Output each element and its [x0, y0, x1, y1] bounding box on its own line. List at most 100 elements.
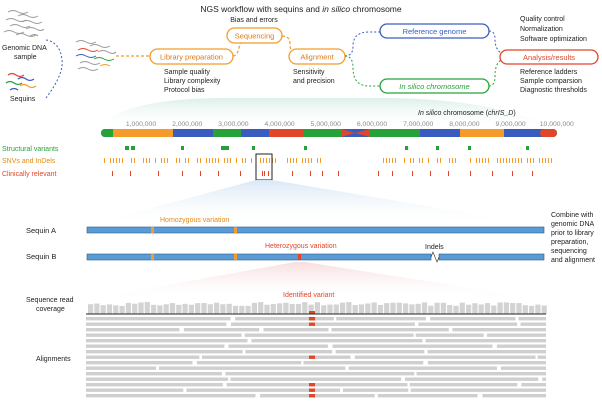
snv-indel-mark [527, 158, 528, 163]
coverage-bar [277, 303, 283, 314]
snv-indel-mark [548, 158, 549, 163]
alignment-read [342, 388, 409, 392]
chromosome-bar [101, 129, 557, 137]
snv-indel-mark [236, 158, 237, 163]
alignment-read [245, 350, 333, 354]
alignment-read [86, 350, 243, 354]
snv-indel-mark [392, 158, 393, 163]
alignment-read [452, 328, 546, 332]
snv-indel-mark [188, 158, 189, 163]
coverage-bar [232, 305, 239, 314]
coverage-bar [333, 304, 339, 314]
sequencing-label: Sequencing [235, 32, 275, 41]
clinically-relevant-mark [268, 171, 269, 176]
alignment-variant-mark [309, 383, 315, 387]
snv-indel-mark [122, 158, 123, 163]
coverage-variant-mark [309, 311, 315, 314]
coverage-bar [453, 305, 459, 314]
combine-note-4: sequencing [551, 248, 587, 255]
alignment-read [331, 328, 449, 332]
coverage-bar [371, 302, 377, 314]
analysis-note-top-1: Normalization [520, 26, 563, 33]
alignment-read [427, 361, 546, 365]
alignment-read [159, 366, 346, 370]
variant-highlight-band [84, 262, 546, 300]
snv-indel-mark [512, 158, 513, 163]
coverage-bar [157, 305, 163, 314]
coverage-bar [308, 304, 314, 314]
snv-indel-mark [545, 158, 546, 163]
coverage-bar [327, 304, 333, 314]
snv-indel-mark [155, 158, 156, 163]
alignment-read [335, 350, 425, 354]
combine-note-3: preparation, [551, 239, 588, 246]
alignment-reads [86, 317, 546, 398]
alignment-read [427, 350, 546, 354]
coverage-bar [522, 305, 528, 314]
coverage-bar [497, 302, 503, 314]
alignments-label: Alignments [36, 356, 71, 363]
snv-indel-mark [293, 158, 294, 163]
coverage-bar [113, 305, 119, 314]
snv-indel-mark [428, 158, 429, 163]
clinically-relevant-mark [218, 171, 219, 176]
snv-indel-mark [134, 158, 135, 163]
snv-indel-mark [317, 158, 318, 163]
alignment-read [348, 366, 497, 370]
analysis-note-top-0: Quality control [520, 16, 565, 23]
snv-indel-mark [404, 158, 405, 163]
chromosome-tick-label: 8,000,000 [449, 121, 479, 128]
snv-indel-mark [509, 158, 510, 163]
snv-indel-mark [167, 158, 168, 163]
snv-indel-mark [263, 158, 264, 163]
coverage-bar [516, 303, 522, 314]
connector-to-reference [344, 31, 380, 57]
snv-indel-mark [218, 158, 219, 163]
alignment-read [263, 328, 329, 332]
snv-indel-mark [164, 158, 165, 163]
coverage-bar [503, 302, 509, 314]
snv-indel-mark [395, 158, 396, 163]
snv-indel-mark [251, 158, 252, 163]
sequin-b-variant-2 [234, 254, 237, 260]
snv-indel-marks [104, 158, 552, 163]
coverage-bar [169, 303, 176, 314]
structural-variant-mark [304, 146, 307, 150]
alignment-read [425, 339, 546, 343]
snv-indel-mark [212, 158, 213, 163]
coverage-bar [396, 302, 402, 314]
coverage-bar [390, 302, 396, 314]
alignment-read [201, 355, 351, 359]
coverage-bar [88, 304, 94, 314]
sample-label: sample [14, 54, 37, 61]
coverage-bar [207, 304, 213, 314]
coverage-bar [106, 304, 113, 314]
alignment-read [537, 355, 546, 359]
snv-indel-mark [449, 158, 450, 163]
alignment-read [86, 328, 180, 332]
sequin-a-bar [86, 226, 545, 234]
homozygous-label: Homozygous variation [160, 217, 229, 224]
coverage-bar [535, 304, 541, 314]
coverage-bar [346, 302, 352, 314]
coverage-bar [421, 302, 428, 314]
alignment-read [260, 394, 375, 398]
alignment-read [86, 333, 242, 337]
alignment-read [196, 361, 302, 365]
snv-indel-mark [161, 158, 162, 163]
snv-indel-mark [413, 158, 414, 163]
snv-indel-mark [287, 158, 288, 163]
library-note-1: Library complexity [164, 78, 221, 85]
clinically-relevant-mark [512, 171, 513, 176]
snv-indel-mark [260, 158, 261, 163]
track-label-clinically-relevant: Clinically relevant [2, 171, 57, 178]
snv-indel-mark [479, 158, 480, 163]
alignment-read [230, 377, 402, 381]
snv-indel-mark [290, 158, 291, 163]
clinically-relevant-mark [112, 171, 113, 176]
alignment-read [418, 322, 518, 326]
snv-indel-mark [488, 158, 489, 163]
alignment-read [303, 361, 424, 365]
